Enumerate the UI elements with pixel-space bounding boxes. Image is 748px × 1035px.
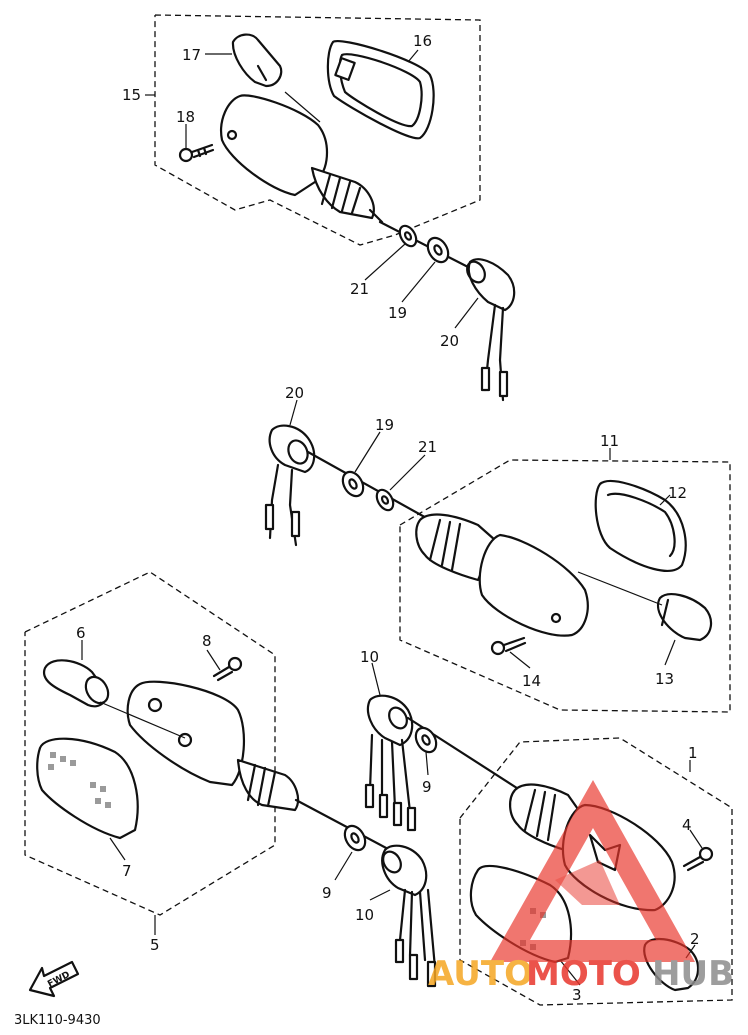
bulb-13 bbox=[657, 593, 713, 642]
watermark-logo: AUTO MOTO HUB bbox=[428, 780, 734, 994]
part-label-10a: 10 bbox=[355, 906, 374, 924]
grommet-20-mid bbox=[264, 424, 316, 547]
part-label-8: 8 bbox=[202, 632, 212, 650]
screw-14 bbox=[490, 636, 527, 656]
grommet-10-left bbox=[381, 844, 437, 988]
part-label-19b: 19 bbox=[375, 416, 394, 434]
assembly-1-outline bbox=[459, 737, 733, 1006]
diagram-code: 3LK110-9430 bbox=[14, 1013, 101, 1028]
screw-8 bbox=[212, 656, 243, 682]
part-label-17: 17 bbox=[182, 46, 201, 64]
part-label-6: 6 bbox=[76, 624, 86, 642]
watermark-text-moto: MOTO bbox=[526, 954, 641, 994]
assembly-11-outline bbox=[399, 459, 731, 713]
washer-21-top bbox=[398, 224, 418, 248]
part-label-11: 11 bbox=[600, 432, 619, 450]
lens-12 bbox=[594, 479, 687, 572]
screw-18 bbox=[178, 143, 215, 163]
bulb-17 bbox=[231, 33, 283, 88]
part-label-13: 13 bbox=[655, 670, 674, 688]
assembly-5-outline bbox=[24, 571, 276, 916]
bulb-6 bbox=[42, 659, 110, 708]
part-label-4: 4 bbox=[682, 816, 692, 834]
part-label-14: 14 bbox=[522, 672, 541, 690]
part-label-20a: 20 bbox=[440, 332, 459, 350]
part-label-9a: 9 bbox=[322, 884, 332, 902]
part-label-9b: 9 bbox=[422, 778, 432, 796]
part-label-3: 3 bbox=[572, 986, 582, 1004]
lens-16 bbox=[326, 39, 435, 140]
part-label-7: 7 bbox=[122, 862, 132, 880]
grommet-10-right bbox=[364, 694, 417, 832]
housing-11 bbox=[415, 513, 589, 637]
part-labels: 1 2 3 4 5 6 7 8 9 9 10 10 11 12 13 14 15… bbox=[76, 32, 700, 1004]
part-label-21a: 21 bbox=[350, 280, 369, 298]
part-label-1: 1 bbox=[688, 744, 698, 762]
washer-21-mid bbox=[375, 488, 395, 512]
fwd-arrow-icon: FWD bbox=[28, 960, 80, 998]
part-label-10b: 10 bbox=[360, 648, 379, 666]
lens-7 bbox=[36, 737, 139, 840]
nut-9-left bbox=[343, 824, 367, 852]
part-label-5: 5 bbox=[150, 936, 160, 954]
part-label-2: 2 bbox=[690, 930, 700, 948]
watermark-text-hub: HUB bbox=[652, 954, 734, 994]
housing-15 bbox=[220, 94, 384, 224]
screw-4 bbox=[682, 846, 714, 872]
part-label-20b: 20 bbox=[285, 384, 304, 402]
assembly-15-outline bbox=[154, 14, 481, 246]
nut-9-right bbox=[414, 726, 438, 754]
part-label-19a: 19 bbox=[388, 304, 407, 322]
leader-lines bbox=[81, 49, 703, 986]
part-label-12: 12 bbox=[668, 484, 687, 502]
grommet-20-top bbox=[466, 258, 516, 402]
nut-19-top bbox=[426, 236, 450, 264]
part-label-18: 18 bbox=[176, 108, 195, 126]
nut-19-mid bbox=[341, 470, 365, 498]
part-label-16: 16 bbox=[413, 32, 432, 50]
part-label-21b: 21 bbox=[418, 438, 437, 456]
part-label-15: 15 bbox=[122, 86, 141, 104]
housing-5 bbox=[126, 680, 300, 812]
watermark-text-auto: AUTO bbox=[428, 954, 533, 994]
